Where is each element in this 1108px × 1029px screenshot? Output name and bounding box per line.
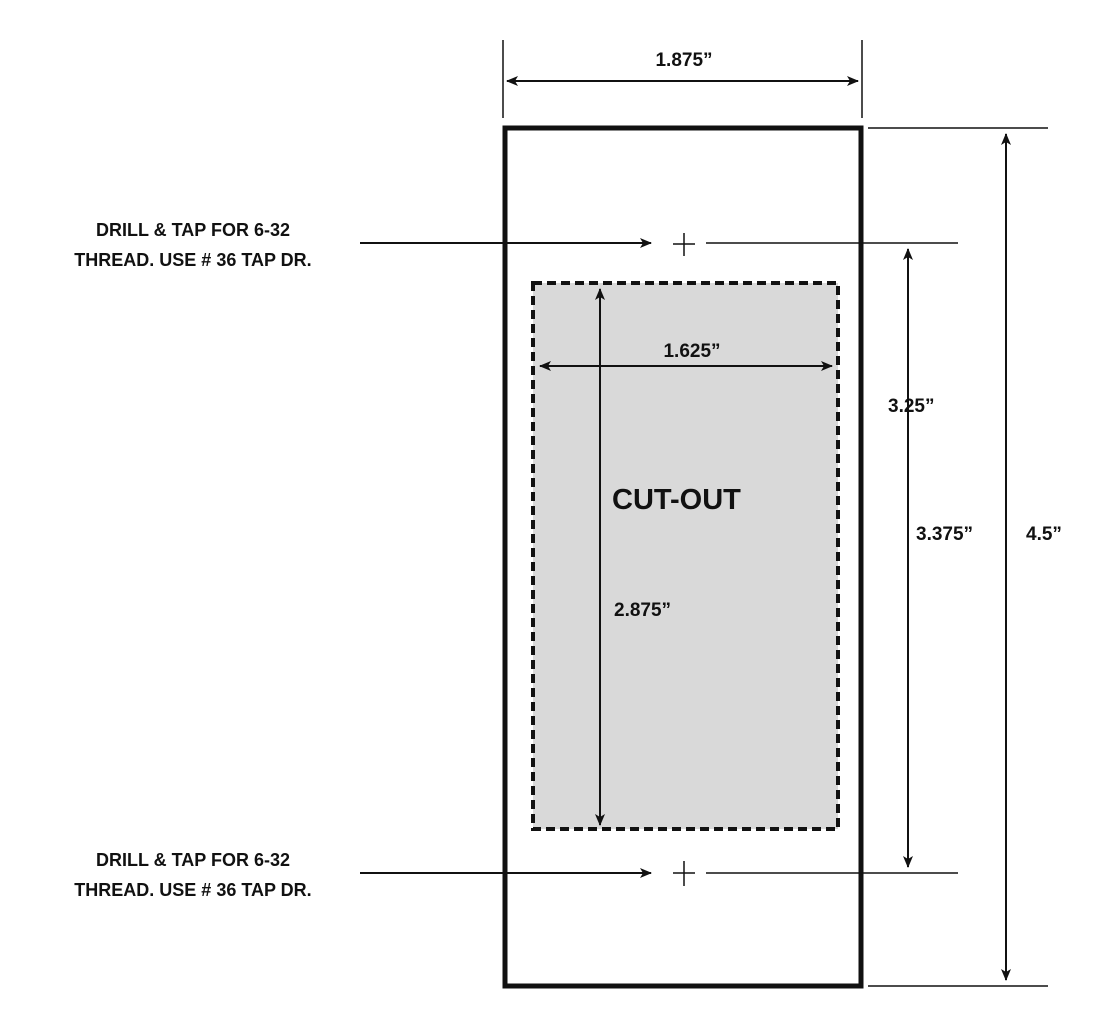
cutout-height-label: 2.875” xyxy=(614,600,671,621)
panel-height-label: 4.5” xyxy=(1026,524,1062,545)
cutout-area xyxy=(531,281,840,831)
cutout-width-label: 1.625” xyxy=(663,341,720,362)
cutout-title: CUT-OUT xyxy=(612,484,741,516)
hole-to-bottom-label: 3.375” xyxy=(916,524,973,545)
panel-outline xyxy=(502,125,864,989)
bottom-note-line2: THREAD. USE # 36 TAP DR. xyxy=(74,880,311,900)
top-note-line2: THREAD. USE # 36 TAP DR. xyxy=(74,250,311,270)
top-note-line1: DRILL & TAP FOR 6-32 xyxy=(96,220,290,240)
panel-width-label: 1.875” xyxy=(655,50,712,71)
bottom-hole-crosshair-icon xyxy=(673,861,695,886)
bottom-note-line1: DRILL & TAP FOR 6-32 xyxy=(96,850,290,870)
hole-spacing-label: 3.25” xyxy=(888,396,934,417)
top-hole-crosshair-icon xyxy=(673,233,695,256)
